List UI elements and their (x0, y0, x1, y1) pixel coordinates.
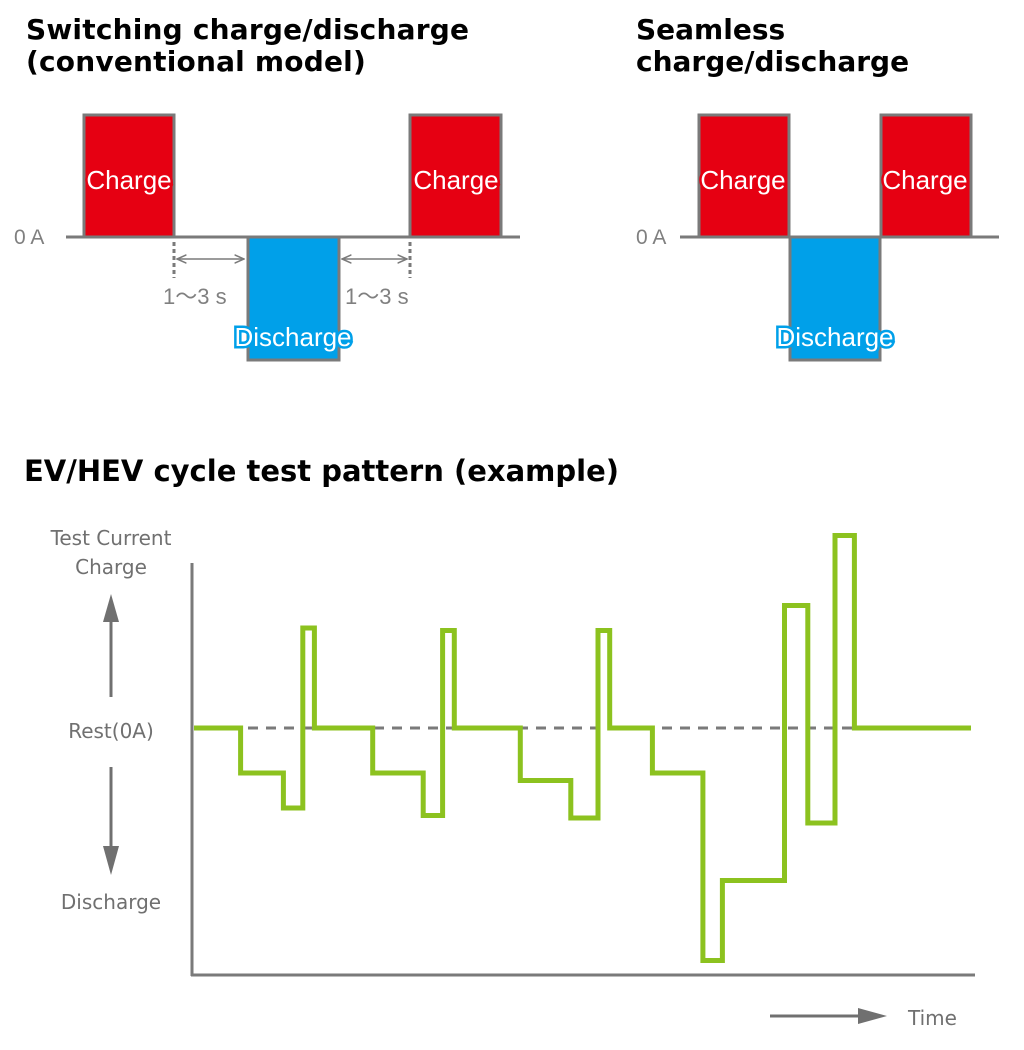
switching-gap-label-1: 1〜3 s (163, 284, 227, 309)
switching-charge-bar-2 (408, 113, 503, 239)
y-label-rest: Rest(0A) (68, 719, 154, 743)
seamless-title-line1: Seamless (636, 13, 786, 46)
switching-title-line2: (conventional model) (26, 45, 366, 79)
seamless-charge-bar-2 (879, 113, 973, 239)
switching-gap-label-2: 1〜3 s (345, 284, 409, 309)
switching-zero-label: 0 A (14, 226, 44, 249)
cycle-title: EV/HEV cycle test pattern (example) (24, 454, 620, 488)
seamless-zero-label: 0 A (636, 226, 666, 249)
x-label-time: Time (907, 1006, 957, 1030)
switching-title-line1: Switching charge/discharge (26, 13, 470, 46)
switching-charge-label-1: Charge (86, 165, 171, 195)
switching-discharge-bar (246, 235, 341, 362)
seamless-title-line2: charge/discharge (636, 45, 910, 79)
seamless-title: Seamless charge/discharge (636, 13, 910, 79)
time-arrow-icon (770, 1008, 887, 1024)
y-label-charge: Charge (75, 555, 147, 579)
seamless-discharge-label: Discharge (776, 322, 893, 352)
y-label-test-current: Test Current (50, 526, 172, 550)
seamless-diagram: 0 A Charge Charge Discharge (636, 113, 999, 362)
seamless-charge-label-1: Charge (700, 165, 785, 195)
charge-direction-arrow-icon (103, 594, 119, 697)
switching-charge-label-2: Charge (413, 165, 498, 195)
switching-charge-bar-1 (82, 113, 176, 239)
cycle-pattern-line (194, 533, 971, 963)
seamless-charge-label-2: Charge (882, 165, 967, 195)
discharge-direction-arrow-icon (103, 767, 119, 875)
seamless-charge-bar-1 (697, 113, 791, 239)
cycle-pattern-segments (194, 536, 971, 961)
switching-diagram: 0 A 1〜3 s 1〜3 s Charge Charge Discharge (14, 113, 520, 362)
y-label-discharge: Discharge (61, 890, 161, 914)
switching-title: Switching charge/discharge (conventional… (26, 13, 470, 79)
switching-discharge-label: Discharge (234, 322, 351, 352)
seamless-discharge-bar (788, 235, 882, 362)
cycle-chart: Test Current Charge Rest(0A) Discharge T… (50, 526, 975, 1030)
